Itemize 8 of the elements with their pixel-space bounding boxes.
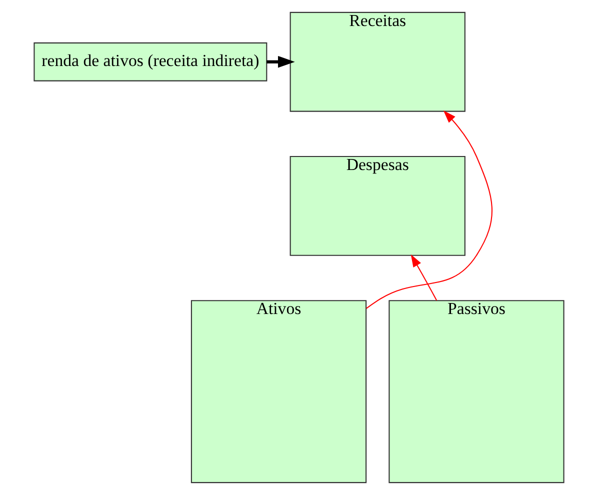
node-box: Ativos <box>190 300 366 484</box>
node-box: renda de ativos (receita indireta) <box>33 42 267 82</box>
arrow <box>266 56 294 68</box>
node-box: Despesas <box>289 156 465 256</box>
node-box: Receitas <box>289 12 465 112</box>
arrow <box>366 110 492 309</box>
node-box: Passivos <box>388 300 564 484</box>
arrow <box>410 254 437 301</box>
